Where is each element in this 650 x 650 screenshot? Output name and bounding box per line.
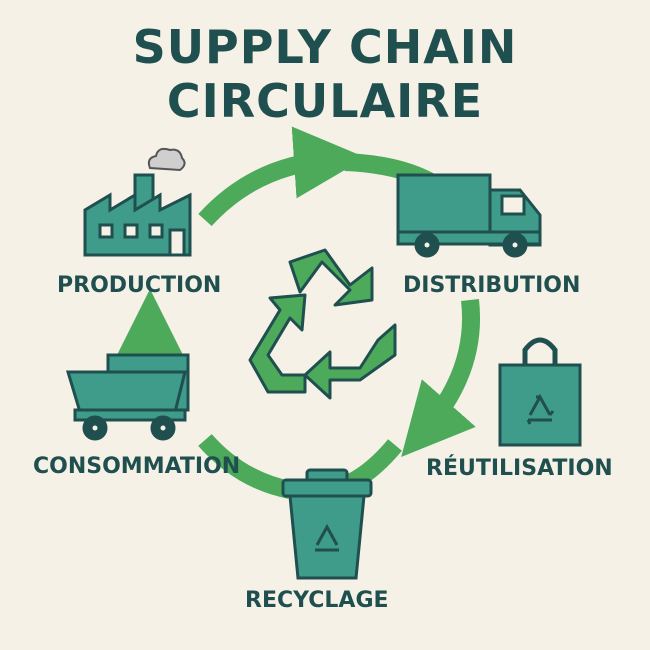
shopping-bag-icon — [498, 337, 582, 447]
title-line-1: SUPPLY CHAIN — [132, 20, 518, 74]
arrow-production-to-distribution — [198, 126, 366, 227]
arrow-recyclage-to-consommation — [198, 433, 292, 499]
label-reutilisation: RÉUTILISATION — [426, 456, 613, 481]
cart-icon — [65, 353, 190, 441]
label-distribution: DISTRIBUTION — [403, 273, 581, 298]
recycle-bin-icon — [281, 468, 373, 580]
label-production: PRODUCTION — [57, 273, 222, 298]
arrow-distribution-to-reutilisation — [401, 298, 481, 457]
factory-icon — [83, 147, 192, 257]
label-recyclage: RECYCLAGE — [245, 588, 389, 613]
label-consommation: CONSOMMATION — [33, 454, 241, 479]
title-line-2: CIRCULAIRE — [166, 74, 484, 128]
truck-icon — [396, 173, 542, 258]
recycle-symbol-icon — [248, 248, 397, 400]
